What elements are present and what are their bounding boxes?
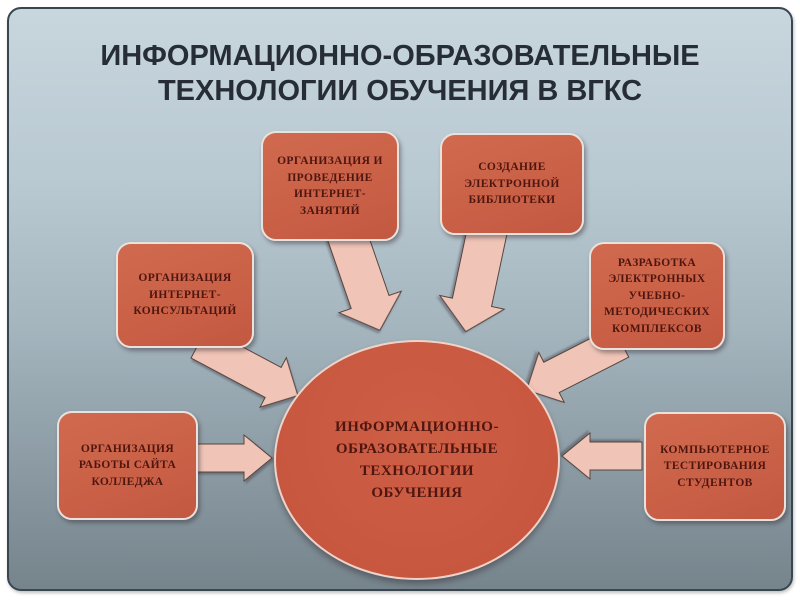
node-line: ИНТЕРНЕТ- bbox=[149, 288, 221, 301]
center-line: ТЕХНОЛОГИИ bbox=[359, 463, 475, 479]
node-methodical-complexes: РАЗРАБОТКА ЭЛЕКТРОННЫХ УЧЕБНО- МЕТОДИЧЕС… bbox=[589, 242, 725, 350]
node-line: СОЗДАНИЕ bbox=[478, 161, 546, 174]
center-line: ОБРАЗОВАТЕЛЬНЫЕ bbox=[335, 441, 499, 457]
node-line: ЭЛЕКТРОННЫХ bbox=[608, 273, 706, 286]
center-line: ИНФОРМАЦИОННО- bbox=[335, 419, 499, 435]
node-line: РАЗРАБОТКА bbox=[617, 256, 697, 269]
node-line: КОНСУЛЬТАЦИЙ bbox=[133, 305, 237, 318]
arrow-computer-testing-to-center bbox=[561, 431, 643, 481]
node-line: КОМПЛЕКСОВ bbox=[611, 322, 702, 335]
node-line: ИНТЕРНЕТ- bbox=[294, 188, 366, 200]
node-internet-consultations: ОРГАНИЗАЦИЯ ИНТЕРНЕТ- КОНСУЛЬТАЦИЙ bbox=[116, 242, 254, 348]
node-line: ПРОВЕДЕНИЕ bbox=[287, 171, 373, 184]
center-line: ОБУЧЕНИЯ bbox=[371, 485, 463, 501]
node-computer-testing: КОМПЬЮТЕРНОЕ ТЕСТИРОВАНИЯ СТУДЕНТОВ bbox=[644, 412, 786, 521]
node-line: БИБЛИОТЕКИ bbox=[468, 194, 556, 207]
node-center-ellipse: ИНФОРМАЦИОННО- ОБРАЗОВАТЕЛЬНЫЕ ТЕХНОЛОГИ… bbox=[274, 340, 560, 580]
slide-title-line-1: ИНФОРМАЦИОННО-ОБРАЗОВАТЕЛЬНЫЕ bbox=[100, 40, 700, 72]
arrow-electronic-library-to-center bbox=[438, 222, 509, 333]
slide-background: ИНФОРМАЦИОННО-ОБРАЗОВАТЕЛЬНЫЕ ТЕХНОЛОГИИ… bbox=[7, 7, 793, 591]
node-line: ЗАНЯТИЙ bbox=[300, 204, 360, 217]
node-internet-lessons: ОРГАНИЗАЦИЯ И ПРОВЕДЕНИЕ ИНТЕРНЕТ- ЗАНЯТ… bbox=[261, 131, 399, 241]
node-line: МЕТОДИЧЕСКИХ bbox=[603, 306, 711, 319]
node-line: УЧЕБНО- bbox=[628, 289, 686, 302]
arrow-college-website-to-center bbox=[193, 433, 273, 483]
node-line: РАБОТЫ САЙТА bbox=[78, 459, 177, 472]
node-college-website: ОРГАНИЗАЦИЯ РАБОТЫ САЙТА КОЛЛЕДЖА bbox=[57, 411, 198, 520]
node-line: ОРГАНИЗАЦИЯ bbox=[80, 442, 175, 455]
slide-title: ИНФОРМАЦИОННО-ОБРАЗОВАТЕЛЬНЫЕ ТЕХНОЛОГИИ… bbox=[29, 39, 771, 109]
node-line: ОРГАНИЗАЦИЯ И bbox=[277, 155, 383, 167]
slide-title-line-2: ТЕХНОЛОГИИ ОБУЧЕНИЯ В ВГКС bbox=[157, 75, 643, 107]
node-line: КОЛЛЕДЖА bbox=[91, 475, 164, 488]
node-electronic-library: СОЗДАНИЕ ЭЛЕКТРОННОЙ БИБЛИОТЕКИ bbox=[440, 133, 584, 235]
node-line: ТЕСТИРОВАНИЯ bbox=[663, 460, 767, 473]
node-line: КОМПЬЮТЕРНОЕ bbox=[660, 443, 770, 456]
node-line: ЭЛЕКТРОННОЙ bbox=[464, 177, 560, 190]
arrow-internet-lessons-to-center bbox=[326, 224, 403, 331]
node-line: СТУДЕНТОВ bbox=[677, 476, 753, 489]
node-line: ОРГАНИЗАЦИЯ bbox=[138, 272, 232, 285]
